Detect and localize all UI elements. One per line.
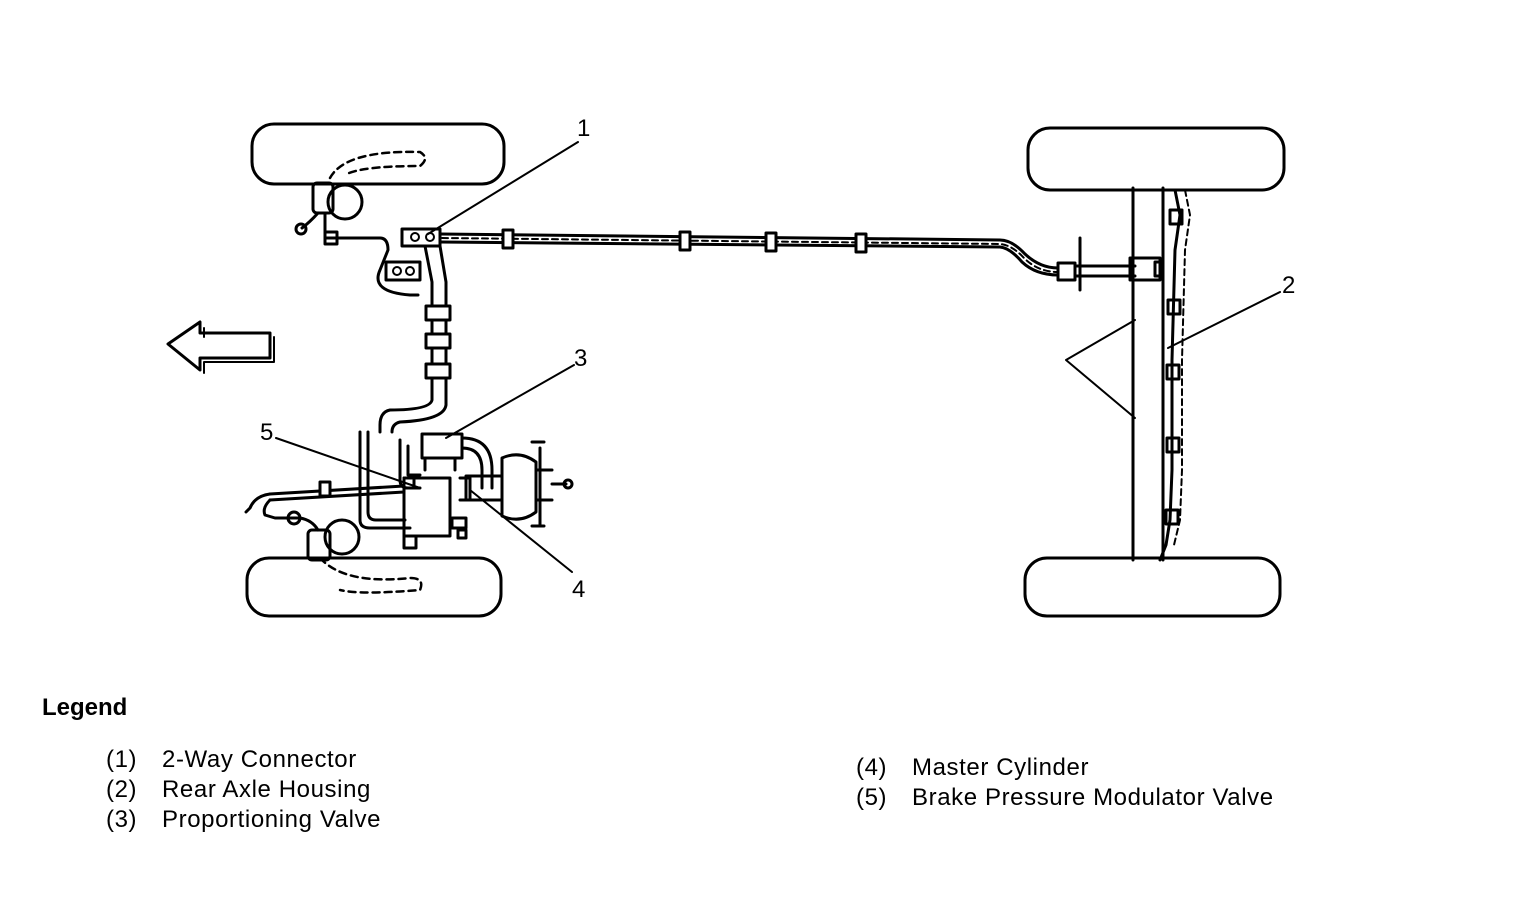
callout-line-2	[1065, 291, 1281, 419]
callout-3: 3	[574, 345, 587, 372]
front-left-fitting	[294, 222, 308, 236]
legend-item: (2) Rear Axle Housing	[106, 775, 381, 805]
front-right-tire	[245, 556, 503, 618]
front-right-brake-line	[268, 484, 406, 496]
rear-axle-housing	[1131, 186, 1165, 562]
brake-line-diagram: 1 2 3 4 5	[166, 115, 1295, 618]
callout-line-1	[427, 141, 579, 235]
callout-5: 5	[260, 419, 273, 446]
legend-item-number: (4)	[856, 754, 888, 781]
legend-item: (3) Proportioning Valve	[106, 805, 381, 835]
front-left-tire	[250, 122, 506, 186]
brake-booster	[500, 453, 538, 521]
front-left-caliper	[326, 183, 364, 221]
rear-axle-brake-line	[1158, 188, 1182, 562]
legend-title: Legend	[42, 694, 128, 721]
brake-pressure-modulator-valve	[402, 476, 452, 538]
proportioning-valve	[420, 432, 464, 460]
rear-right-tire	[1023, 556, 1282, 618]
front-right-brake-hose	[318, 556, 423, 594]
rear-brake-line	[438, 232, 1060, 270]
legend-item-label: Master Cylinder	[912, 754, 1090, 781]
rear-hose-fitting	[1056, 236, 1137, 292]
legend-item-number: (2)	[106, 776, 138, 803]
legend-item: (1) 2-Way Connector	[106, 745, 381, 775]
front-right-caliper	[323, 518, 361, 556]
callout-line-3	[445, 364, 575, 439]
front-left-line-clip	[323, 230, 339, 246]
callout-4: 4	[572, 576, 585, 603]
direction-arrow-icon	[166, 320, 272, 372]
legend-item-label: Proportioning Valve	[162, 806, 382, 833]
front-supply-line	[378, 244, 434, 434]
legend-item-number: (5)	[856, 784, 888, 811]
legend-item: (4) Master Cylinder	[856, 753, 1274, 783]
legend-item: (5) Brake Pressure Modulator Valve	[856, 783, 1274, 813]
callout-2: 2	[1282, 272, 1295, 299]
callout-line-4	[469, 489, 573, 573]
front-left-brake-hose	[328, 150, 427, 180]
line-bracket	[384, 260, 422, 282]
legend-item-label: Rear Axle Housing	[162, 776, 371, 803]
callout-1: 1	[577, 115, 590, 142]
front-left-brake-line	[300, 211, 420, 297]
legend-column-right: (4) Master Cylinder (5) Brake Pressure M…	[856, 753, 1274, 813]
callout-line-5	[275, 437, 421, 489]
legend-item-label: 2-Way Connector	[162, 746, 357, 773]
legend-item-number: (3)	[106, 806, 138, 833]
legend-column-left: (1) 2-Way Connector (2) Rear Axle Housin…	[106, 745, 381, 835]
rear-left-tire	[1026, 126, 1286, 192]
legend-item-label: Brake Pressure Modulator Valve	[912, 784, 1274, 811]
front-left-caliper-body	[311, 181, 335, 215]
legend-item-number: (1)	[106, 746, 138, 773]
two-way-connector	[400, 227, 442, 248]
